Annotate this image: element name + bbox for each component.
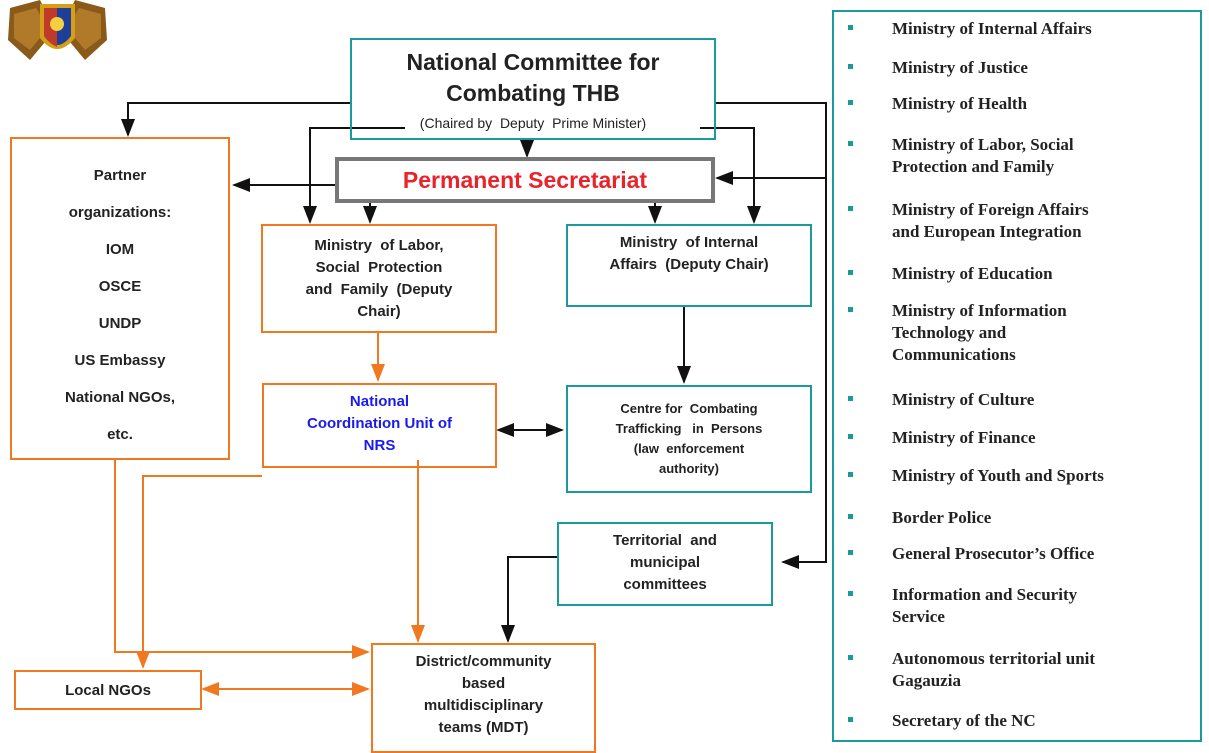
bullet-icon [848, 514, 853, 519]
ncu-line: NRS [363, 437, 396, 454]
partner-item: National NGOs, [64, 388, 176, 406]
national-coordination-unit-box: National Coordination Unit of NRS [262, 383, 497, 468]
centre-combating-trafficking-box: Centre for Combating Trafficking in Pers… [566, 385, 812, 493]
partner-item: UNDP [98, 314, 142, 332]
mdt-line: teams (MDT) [438, 719, 529, 736]
bullet-icon [848, 434, 853, 439]
bullet-icon [848, 472, 853, 477]
ministry-name: Ministry of Foreign Affairs [892, 200, 1089, 219]
ministry-name: Autonomous territorial unit [892, 649, 1096, 668]
bullet-icon [848, 550, 853, 555]
local-ngos-box: Local NGOs [14, 670, 202, 710]
bullet-icon [848, 655, 853, 660]
ministries-list-panel: Ministry of Internal Affairs Ministry of… [832, 10, 1202, 742]
mdt-line: based [461, 675, 506, 692]
ministry-name: Ministry of Justice [892, 58, 1028, 77]
partner-item: OSCE [98, 277, 142, 295]
ncu-line: National [349, 393, 410, 410]
bullet-icon [848, 25, 853, 30]
partner-heading-2: organizations: [68, 203, 172, 221]
ministry-name: Ministry of Culture [892, 390, 1035, 409]
ministry-name: Secretary of the NC [892, 711, 1036, 730]
cctip-line: Trafficking in Persons [615, 421, 763, 436]
ministry-labor-box: Ministry of Labor, Social Protection and… [261, 224, 497, 333]
mdt-line: District/community [415, 653, 552, 670]
bullet-icon [848, 717, 853, 722]
partner-heading-1: Partner [93, 166, 147, 184]
cctip-line: Centre for Combating [620, 401, 758, 416]
bullet-icon [848, 396, 853, 401]
partner-item: US Embassy [74, 351, 166, 369]
permanent-secretariat-label: Permanent Secretariat [402, 166, 648, 193]
territorial-line: Territorial and [613, 532, 717, 549]
coat-of-arms-icon [0, 0, 115, 68]
bullet-icon [848, 64, 853, 69]
territorial-committees-box: Territorial and municipal committees [557, 522, 773, 606]
local-ngos-label: Local NGOs [65, 681, 151, 699]
multidisciplinary-teams-box: District/community based multidisciplina… [371, 643, 596, 753]
ministry-name: General Prosecutor’s Office [892, 544, 1095, 563]
partner-item: IOM [105, 240, 135, 258]
national-committee-box: National Committee for Combating THB (Ch… [350, 38, 716, 140]
ministry-name: Ministry of Information [892, 301, 1067, 320]
partner-organizations-box: Partner organizations: IOM OSCE UNDP US … [10, 137, 230, 460]
cctip-line: (law enforcement [633, 441, 745, 456]
ministry-internal-affairs-line: Affairs (Deputy Chair) [609, 256, 769, 273]
bullet-icon [848, 591, 853, 596]
ministry-labor-line: and Family (Deputy [305, 280, 453, 298]
bullet-icon [848, 270, 853, 275]
ministry-name-cont: and European Integration [892, 222, 1082, 241]
national-committee-title: National Committee for Combating THB [406, 49, 660, 106]
bullet-icon [848, 307, 853, 312]
bullet-icon [848, 206, 853, 211]
ministry-name: Information and Security [892, 585, 1078, 604]
bullet-icon [848, 100, 853, 105]
ministry-name: Ministry of Finance [892, 428, 1036, 447]
ministry-labor-line: Chair) [357, 302, 401, 320]
ministry-labor-line: Social Protection [315, 258, 443, 276]
ministry-name: Border Police [892, 508, 992, 527]
ministry-name-cont: Gagauzia [892, 671, 961, 690]
territorial-line: municipal [629, 554, 700, 571]
ministry-labor-line: Ministry of Labor, [314, 236, 444, 254]
territorial-line: committees [623, 576, 707, 593]
ministry-name-cont: Service [892, 607, 945, 626]
ministry-name: Ministry of Health [892, 94, 1028, 113]
ministry-name-cont: Protection and Family [892, 157, 1055, 176]
ministry-internal-affairs-line: Ministry of Internal [619, 234, 759, 251]
ministry-name: Ministry of Youth and Sports [892, 466, 1104, 485]
ministry-name: Ministry of Internal Affairs [892, 19, 1092, 38]
ministry-name-cont: Communications [892, 345, 1016, 364]
ncu-line: Coordination Unit of [307, 415, 452, 432]
permanent-secretariat-box: Permanent Secretariat [335, 157, 715, 203]
cctip-line: authority) [659, 461, 719, 476]
mdt-line: multidisciplinary [423, 697, 544, 714]
partner-item: etc. [107, 425, 133, 443]
national-committee-subtitle: (Chaired by Deputy Prime Minister) [419, 115, 647, 131]
bullet-icon [848, 141, 853, 146]
ministry-internal-affairs-box: Ministry of Internal Affairs (Deputy Cha… [566, 224, 812, 307]
ministry-name-cont: Technology and [892, 323, 1007, 342]
ministry-name: Ministry of Labor, Social [892, 135, 1074, 154]
ministry-name: Ministry of Education [892, 264, 1053, 283]
